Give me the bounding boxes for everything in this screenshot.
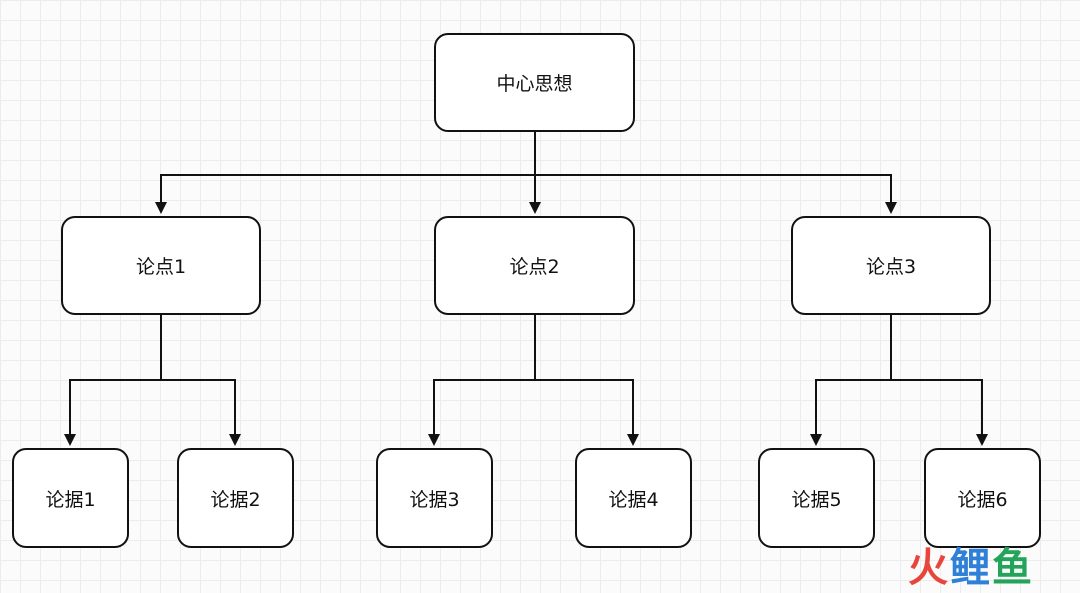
- argument-label: 论点2: [509, 256, 560, 278]
- connector-point-1-to-evidence-2: [161, 379, 241, 446]
- argument-label: 论点1: [135, 256, 187, 278]
- connector-point-3-to-evidence-6: [891, 379, 988, 446]
- argument-node-3[interactable]: 论点3: [791, 216, 991, 315]
- watermark-char-1: 火: [908, 545, 948, 591]
- evidence-label: 论据2: [210, 488, 261, 511]
- argument-node-2[interactable]: 论点2: [434, 216, 635, 315]
- evidence-label: 论据4: [608, 488, 659, 511]
- evidence-node-6[interactable]: 论据6: [924, 448, 1041, 548]
- central-idea-label: 中心思想: [496, 73, 573, 95]
- evidence-node-4[interactable]: 论据4: [575, 448, 692, 548]
- evidence-label: 论据5: [791, 488, 842, 511]
- evidence-label: 论据6: [957, 488, 1008, 511]
- evidence-node-3[interactable]: 论据3: [376, 448, 493, 548]
- connector-point-2-to-evidence-3: [428, 315, 536, 446]
- connector-point-2-to-evidence-4: [535, 379, 639, 446]
- argument-label: 论点3: [865, 256, 917, 278]
- central-idea-node[interactable]: 中心思想: [434, 33, 635, 132]
- evidence-label: 论据3: [409, 488, 460, 511]
- connector-point-3-to-evidence-5: [810, 315, 892, 446]
- evidence-node-1[interactable]: 论据1: [12, 448, 129, 548]
- argument-node-1[interactable]: 论点1: [61, 216, 261, 315]
- evidence-label: 论据1: [45, 488, 96, 511]
- watermark-logo: 火 鲤 鱼: [908, 546, 1068, 590]
- evidence-node-2[interactable]: 论据2: [177, 448, 294, 548]
- watermark-char-3: 鱼: [992, 545, 1032, 591]
- evidence-node-5[interactable]: 论据5: [758, 448, 875, 548]
- connector-point-1-to-evidence-1: [64, 315, 162, 446]
- connector-root-to-point-3: [535, 174, 897, 214]
- watermark-char-2: 鲤: [950, 545, 990, 591]
- connector-root-to-point-1: [155, 132, 536, 214]
